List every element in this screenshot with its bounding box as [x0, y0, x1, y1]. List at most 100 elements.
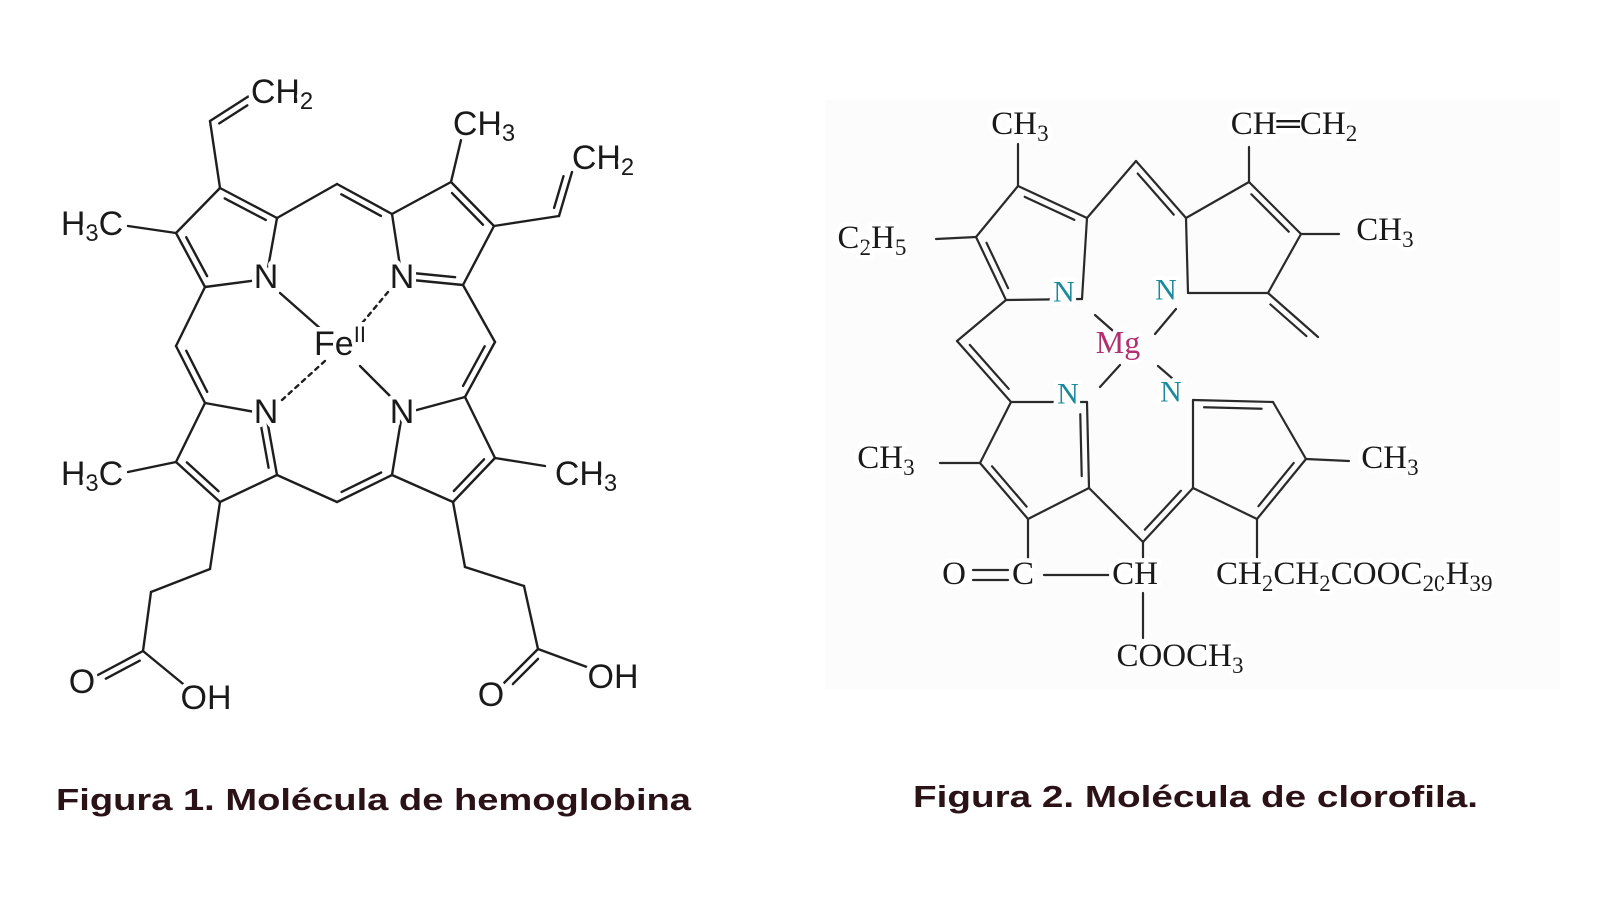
- acid-right-oh-label: OH: [588, 658, 639, 696]
- bond-line: [174, 344, 207, 405]
- bond-line: [280, 358, 328, 402]
- bond-line: [340, 471, 383, 494]
- bond-line: [934, 235, 978, 241]
- bond-line: [955, 298, 1008, 343]
- bond-line: [335, 182, 394, 216]
- bond-line: [492, 214, 561, 228]
- bond-line: [208, 500, 222, 571]
- methyl-bottom-left-label: H3C: [61, 455, 123, 497]
- bond-line: [174, 186, 222, 235]
- bond-line: [522, 584, 540, 651]
- bond-line: [356, 290, 390, 330]
- keto-o-label: O: [942, 556, 966, 592]
- figure2-caption: Figura 2. Molécula de clorofila.: [913, 779, 1478, 814]
- acid-left-o-label: O: [69, 663, 95, 701]
- bond-line: [968, 343, 1010, 390]
- ester-label: COOCH3: [1116, 638, 1243, 678]
- bond-line: [1255, 457, 1308, 521]
- nitrogen-label: N: [254, 258, 279, 296]
- bond-line: [1247, 180, 1303, 236]
- bond-line: [174, 401, 207, 464]
- bond-line: [501, 647, 540, 686]
- bond-line: [1079, 413, 1083, 478]
- bond-line: [461, 283, 497, 344]
- hemoglobin-bonds: [94, 94, 597, 690]
- bond-line: [390, 473, 455, 504]
- bond-line: [552, 174, 565, 210]
- bond-line: [126, 224, 178, 235]
- bond-line: [1085, 400, 1091, 490]
- bond-line: [1191, 398, 1275, 404]
- bond-line: [955, 339, 1013, 404]
- ch-label: CH: [1112, 556, 1158, 592]
- bond-line: [985, 241, 1010, 290]
- nitrogen-label: N: [1053, 276, 1075, 309]
- bond-line: [978, 400, 1013, 465]
- nitrogen-label: N: [1155, 274, 1177, 307]
- chlorophyll-bonds: [934, 142, 1351, 640]
- bond-line: [451, 456, 497, 504]
- bond-line: [557, 170, 574, 218]
- bond-line: [1087, 486, 1145, 544]
- bond-line: [1184, 216, 1190, 295]
- bond-line: [974, 235, 1008, 302]
- bond-line: [463, 395, 497, 460]
- bond-line: [340, 193, 383, 218]
- bond-line: [1093, 313, 1122, 339]
- methyl-right-label: CH3: [1356, 212, 1413, 252]
- bond-line: [174, 231, 207, 289]
- bond-line: [264, 412, 279, 477]
- bond-line: [264, 216, 279, 281]
- bond-line: [390, 412, 404, 477]
- bond-line: [1202, 406, 1263, 410]
- bond-line: [218, 186, 279, 220]
- bond-line: [1271, 400, 1308, 461]
- methyl-top-label: CH3: [453, 105, 515, 147]
- bond-line: [1304, 457, 1351, 463]
- bond-line: [1250, 193, 1290, 233]
- bond-line: [1134, 159, 1188, 220]
- bond-line: [400, 277, 465, 287]
- bond-line: [275, 182, 339, 220]
- bond-line: [974, 184, 1020, 239]
- bond-line: [185, 349, 209, 394]
- ethyl-label: C2H5: [838, 220, 907, 260]
- bond-line: [1080, 216, 1089, 301]
- vinyl-ch2-label: CH2: [251, 73, 313, 115]
- bond-line: [259, 422, 270, 469]
- bond-line: [1156, 364, 1182, 387]
- bond-line: [452, 458, 486, 493]
- bond-line: [174, 460, 222, 504]
- chlorophyll-structure: CH3 CH═CH2 CH3 C2H5 CH3 CH3 N N N N Mg O…: [833, 102, 1497, 683]
- bond-line: [450, 191, 485, 226]
- bond-line: [449, 138, 463, 184]
- nitrogen-label: N: [1057, 378, 1079, 411]
- bond-line: [94, 649, 145, 678]
- bond-line: [493, 456, 547, 468]
- bond-line: [1153, 307, 1178, 336]
- bond-line: [1257, 461, 1295, 508]
- bond-line: [275, 473, 339, 504]
- nitrogen-label: N: [254, 393, 279, 431]
- bond-line: [278, 291, 324, 332]
- bond-line: [218, 104, 249, 125]
- bond-line: [463, 340, 497, 399]
- acid-left-oh-label: OH: [181, 679, 232, 717]
- bond-line: [335, 473, 394, 504]
- methyl-right-lower-label: CH3: [1361, 440, 1418, 480]
- bond-line: [1266, 291, 1320, 339]
- bond-line: [1141, 486, 1195, 544]
- bond-line: [461, 224, 496, 287]
- bond-line: [1085, 159, 1138, 220]
- methyl-bottom-right-label: CH3: [555, 455, 617, 497]
- vinyl-label: CH═CH2: [1231, 106, 1358, 146]
- bond-line: [511, 657, 540, 686]
- nitrogen-label: N: [390, 258, 415, 296]
- bond-line: [463, 565, 526, 588]
- bond-line: [536, 647, 597, 672]
- bond-line: [218, 473, 279, 504]
- bond-line: [208, 94, 251, 123]
- nitrogen-label: N: [1160, 376, 1182, 409]
- bond-line: [174, 285, 207, 348]
